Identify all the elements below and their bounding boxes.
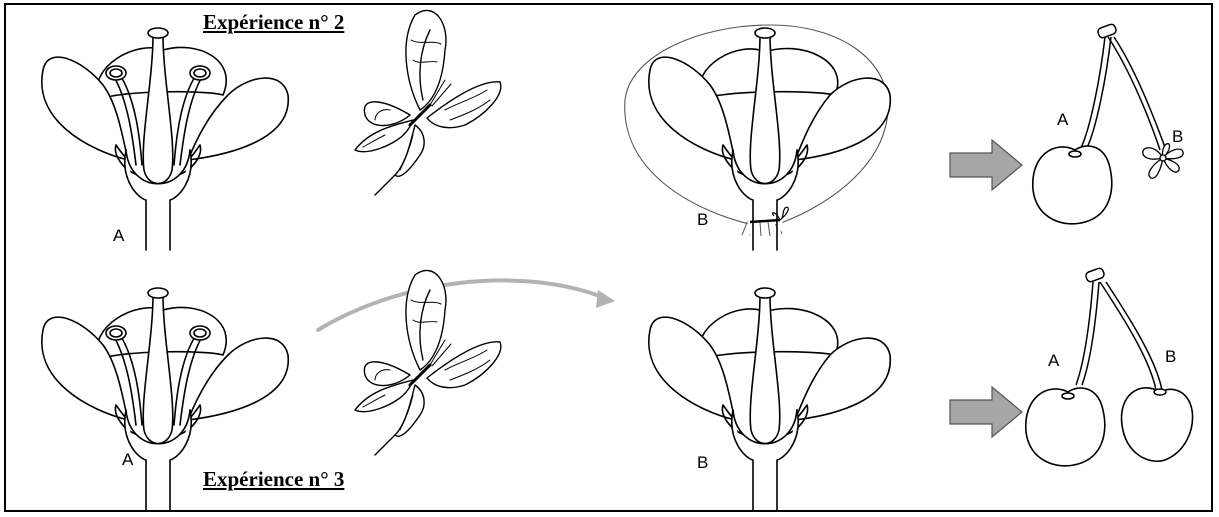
fruit-b-label: B <box>1172 127 1183 146</box>
transfer-arrowhead <box>596 290 615 308</box>
result-arrow-icon <box>950 140 1022 190</box>
transfer-arrow-icon <box>318 280 605 330</box>
flower-a-label: A <box>122 450 134 469</box>
fruit-a-label: A <box>1048 351 1060 370</box>
cherry-pair-top <box>1033 23 1183 224</box>
flower-b-label: B <box>697 453 708 472</box>
butterfly-icon <box>355 270 501 455</box>
fruit-a-label: A <box>1057 110 1069 129</box>
butterfly-icon <box>355 10 501 195</box>
bagged-flower-icon <box>625 25 891 250</box>
emasculated-flower-icon <box>649 288 890 510</box>
flower-icon <box>42 28 288 250</box>
flower-b-label: B <box>697 210 708 229</box>
fruit-b-label: B <box>1165 347 1176 366</box>
result-arrow-icon <box>950 387 1022 437</box>
flower-icon <box>42 288 288 510</box>
flower-a-label: A <box>113 226 125 245</box>
